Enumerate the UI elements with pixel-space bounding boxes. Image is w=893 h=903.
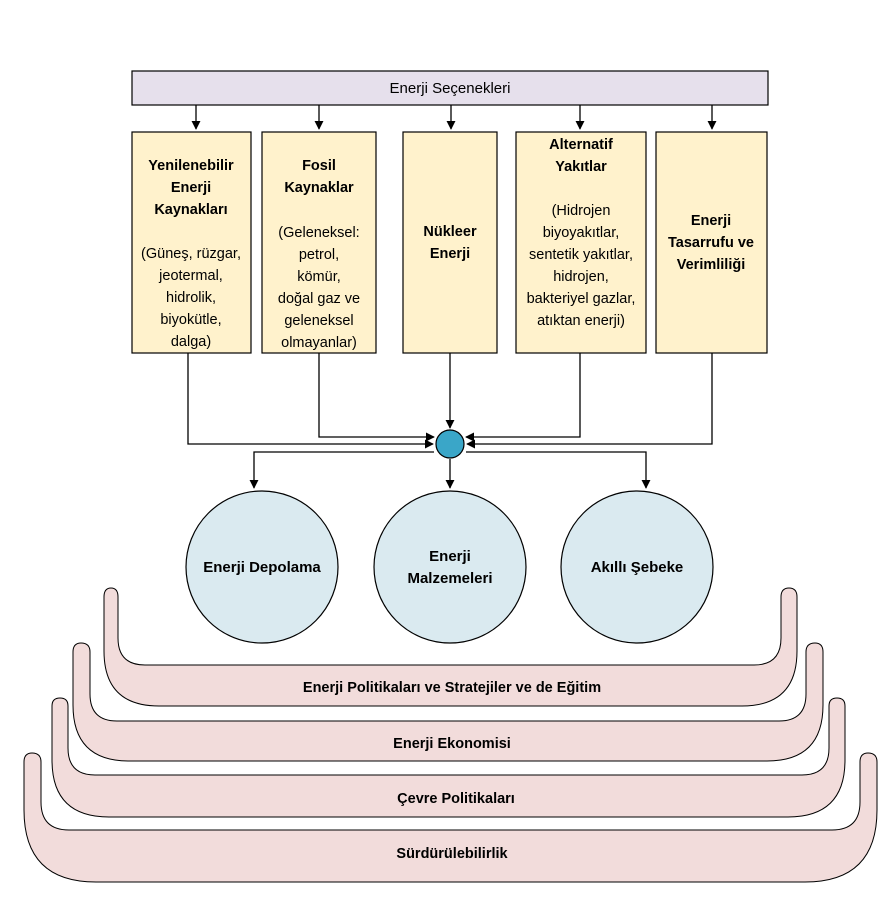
band-environment-policies — [51, 697, 846, 818]
band-label-0: Enerji Politikaları ve Stratejiler ve de… — [303, 680, 601, 696]
circle-energy-storage — [185, 490, 339, 644]
band-sustainability — [23, 752, 878, 883]
band-label-3: Sürdürülebilirlik — [396, 846, 508, 862]
box-title-line: Yenilenebilir — [148, 158, 234, 174]
circle-label-line: Malzemeleri — [407, 570, 492, 587]
box-alternative-fuels — [515, 131, 647, 354]
box-detail-line: (Geleneksel: — [278, 225, 359, 241]
hub-node — [435, 429, 465, 459]
box-detail-line: kömür, — [297, 269, 341, 285]
box-detail-line: sentetik yakıtlar, — [529, 247, 633, 263]
header-label: Enerji Seçenekleri — [390, 80, 511, 97]
band-label-2: Çevre Politikaları — [397, 791, 515, 807]
box-nuclear — [402, 131, 498, 354]
box-title-line: Nükleer — [423, 224, 477, 240]
box-detail-line: biyoyakıtlar, — [543, 225, 620, 241]
circle-energy-materials — [373, 490, 527, 644]
circle-label-line: Enerji — [429, 548, 471, 565]
box-title-line: Kaynakları — [154, 202, 227, 218]
box-detail-line: bakteriyel gazlar, — [527, 291, 636, 307]
outcome-circles — [185, 490, 714, 644]
header-arrows — [191, 105, 717, 130]
box-fossil — [261, 131, 377, 354]
box-detail-line: biyokütle, — [160, 312, 221, 328]
box-detail-line: geleneksel — [284, 313, 353, 329]
box-title-line: Fosil — [302, 158, 336, 174]
circle-label-line: Enerji Depolama — [203, 559, 321, 576]
circle-label-line: Akıllı Şebeke — [591, 559, 684, 576]
band-energy-policies-education — [103, 587, 798, 707]
box-title-line: Enerji — [430, 246, 470, 262]
box-detail-line: (Güneş, rüzgar, — [141, 246, 241, 262]
box-title-line: Tasarrufu ve — [668, 235, 754, 251]
box-detail-line: olmayanlar) — [281, 335, 357, 351]
box-detail-line: hidrolik, — [166, 290, 216, 306]
box-detail-line: petrol, — [299, 247, 339, 263]
box-detail-line: dalga) — [171, 334, 211, 350]
box-title-line: Enerji — [691, 213, 731, 229]
box-detail-line: doğal gaz ve — [278, 291, 360, 307]
box-detail-line: hidrojen, — [553, 269, 609, 285]
connectors — [187, 353, 713, 489]
box-renewable — [131, 131, 252, 354]
box-title-line: Alternatif — [549, 137, 613, 153]
box-detail-line: (Hidrojen — [552, 203, 611, 219]
box-title-line: Yakıtlar — [555, 159, 607, 175]
header-box — [131, 70, 769, 106]
box-title-line: Verimliliği — [677, 257, 746, 273]
box-title-line: Kaynaklar — [284, 180, 354, 196]
band-label-1: Enerji Ekonomisi — [393, 736, 511, 752]
box-efficiency — [655, 131, 768, 354]
band-energy-economics — [72, 642, 824, 762]
box-title-line: Enerji — [171, 180, 211, 196]
box-detail-line: jeotermal, — [158, 268, 223, 284]
energy-source-boxes — [131, 131, 768, 354]
foundation-bands: Enerji Politikaları ve Stratejiler ve de… — [23, 587, 878, 883]
box-detail-line: atıktan enerji) — [537, 313, 625, 329]
circle-smart-grid — [560, 490, 714, 644]
